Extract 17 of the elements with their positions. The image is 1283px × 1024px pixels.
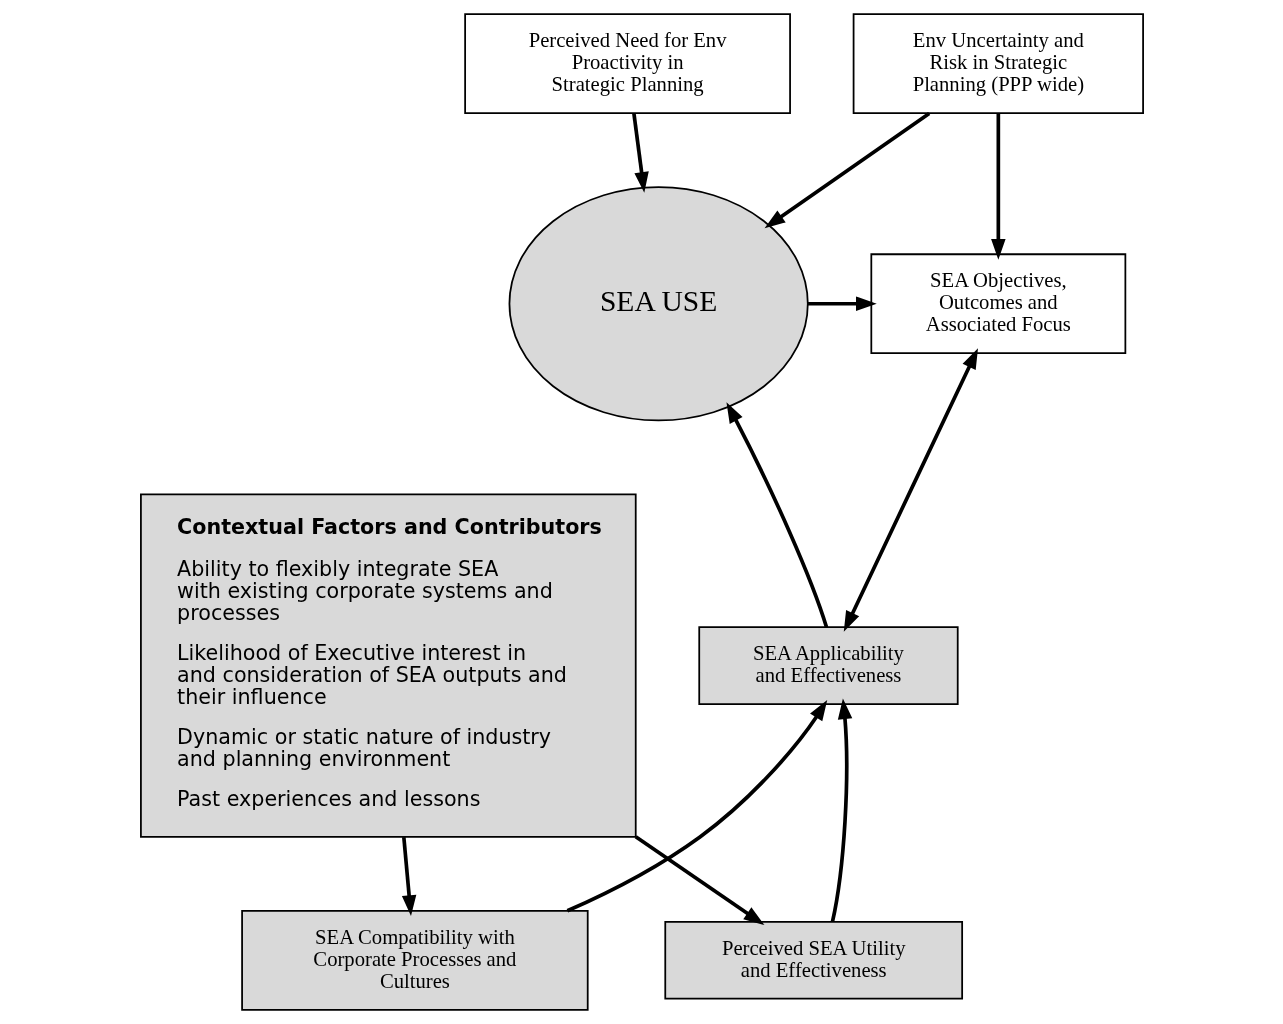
arrow xyxy=(764,111,930,229)
arrow xyxy=(990,113,1006,260)
arrow xyxy=(807,296,877,311)
node-box: SEA Compatibility with Corporate Processes and Cultures xyxy=(240,909,589,1011)
arrow xyxy=(631,113,649,193)
node-box: SEA Objectives, Outcomes and Associated Focus xyxy=(869,253,1126,355)
arrow xyxy=(566,699,827,913)
node-box: Contextual Factors and Contributors Ability to flexibly integrate SEA with existing corporate systems and processes Likelihood of Executive interest in and consideration of SEA outputs and their influence Dynamic or static nature of industry and planning environment Past experiences and lessons xyxy=(139,493,637,838)
arrow xyxy=(725,402,828,628)
arrow xyxy=(830,698,852,923)
arrow xyxy=(843,348,978,632)
node-box: Perceived Need for Env Proactivity in Strategic Planning xyxy=(463,13,791,115)
node-box: SEA Applicability and Effectiveness xyxy=(697,626,959,705)
arrow xyxy=(401,837,416,916)
node-box: Env Uncertainty and Risk in Strategic Planning (PPP wide) xyxy=(852,13,1144,115)
node-box: Perceived SEA Utility and Effectiveness xyxy=(663,921,963,1000)
arrow xyxy=(634,835,764,926)
